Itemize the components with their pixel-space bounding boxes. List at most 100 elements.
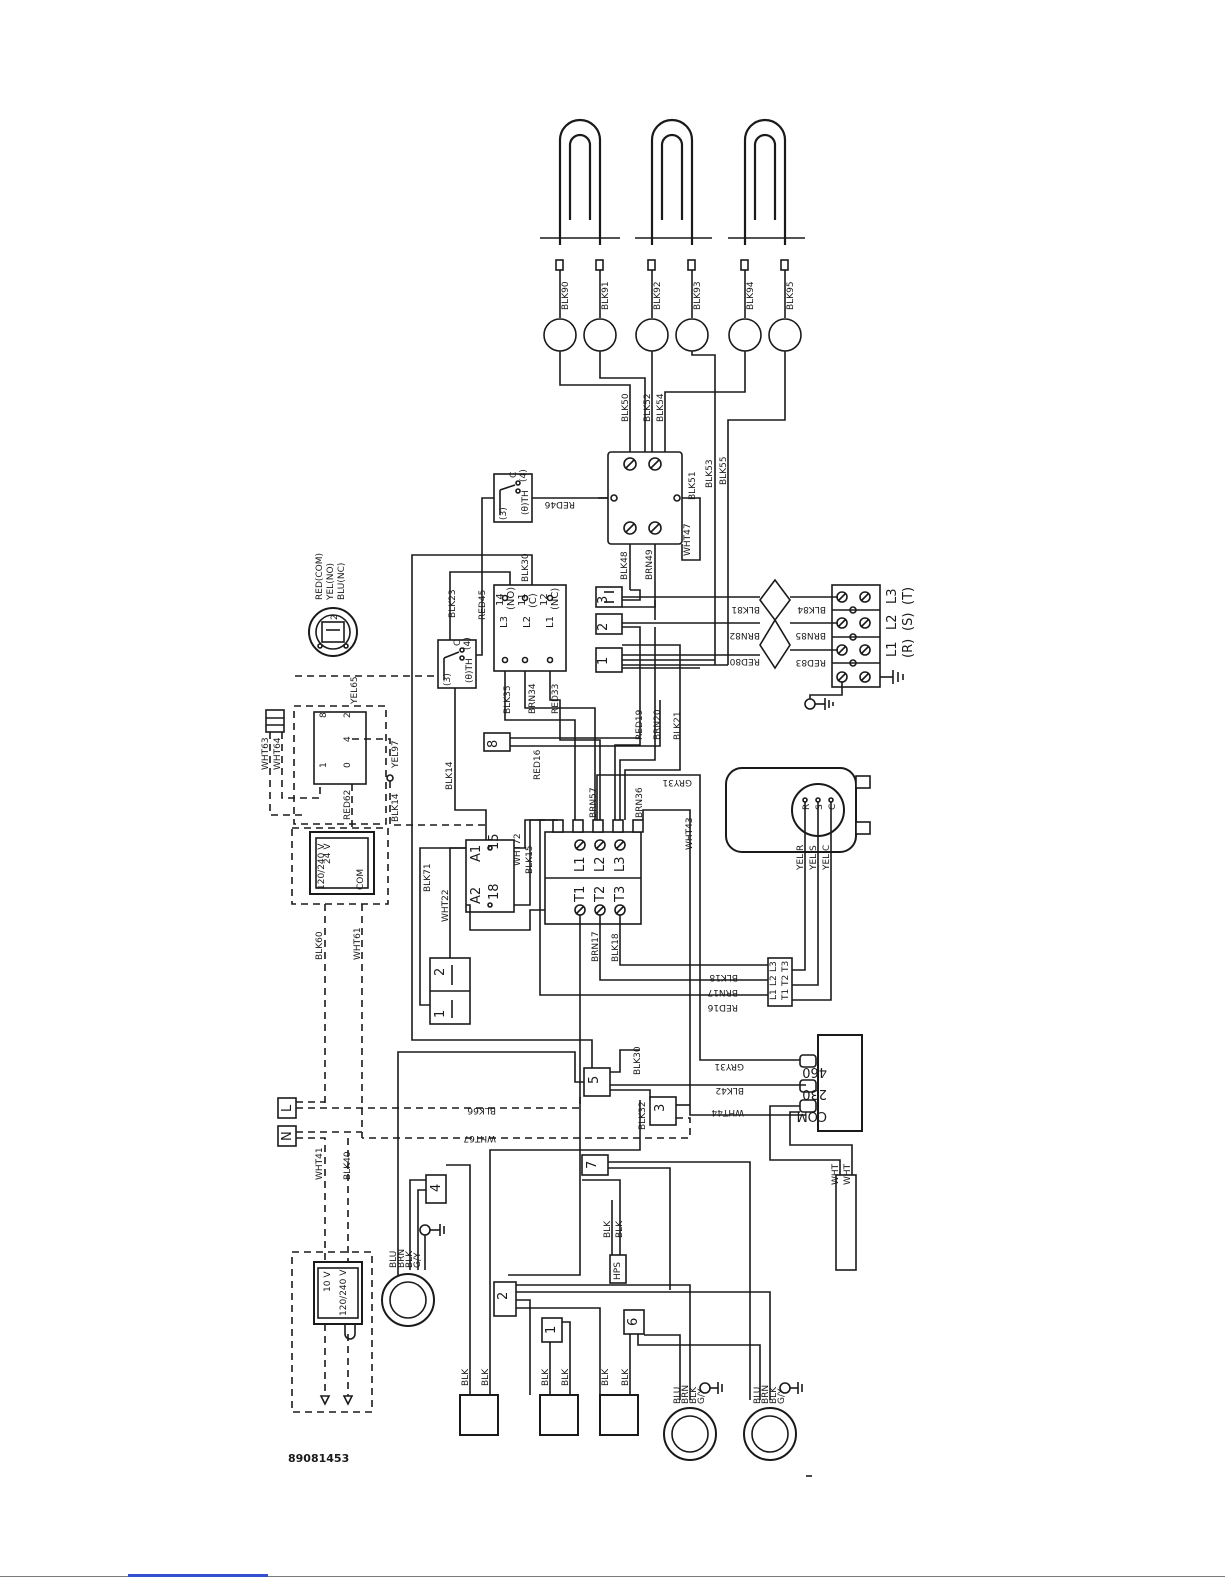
- svg-text:12: 12: [539, 593, 550, 606]
- svg-text:C: C: [509, 472, 519, 478]
- svg-text:T3: T3: [781, 961, 791, 973]
- wire-label-bottom-blk5: BLK: [601, 1368, 611, 1386]
- fan3-wire-blk: BLK: [769, 1386, 779, 1404]
- selector-label-com: RED(COM): [315, 553, 325, 600]
- svg-text:4: 4: [343, 736, 353, 742]
- svg-text:L1: L1: [545, 616, 556, 628]
- svg-text:A2: A2: [469, 887, 484, 904]
- heater-crimps: [555, 259, 789, 271]
- fan-motor-2: [663, 1407, 717, 1461]
- wire-label-yel-c: YEL C: [822, 845, 832, 871]
- heater-element-3: [743, 118, 787, 245]
- svg-text:T3: T3: [613, 886, 628, 903]
- wire-label-wht22: WHT22: [441, 889, 451, 922]
- plug-1-top: 1: [595, 647, 623, 673]
- power-terminal-block: [831, 584, 881, 688]
- page-divider: [0, 1576, 1225, 1577]
- thermostat-top: C (4) (3) (θ)TH: [493, 469, 533, 523]
- selector-label-nc: BLU(NC): [337, 563, 347, 600]
- svg-text:C: C: [453, 640, 463, 646]
- svg-text:5: 5: [587, 1076, 602, 1084]
- plug-5: 5: [583, 1067, 611, 1097]
- svg-text:8: 8: [319, 712, 329, 718]
- wire-label-brn17-ol: BRN17: [707, 987, 738, 997]
- svg-text:C: C: [828, 804, 838, 810]
- svg-text:(4): (4): [519, 469, 529, 482]
- svg-text:R: R: [802, 804, 812, 810]
- wire-label-wht-2: WHT: [843, 1163, 853, 1185]
- wire-label-blk32: BLK32: [638, 1101, 648, 1130]
- load-box-1: [459, 1394, 499, 1436]
- svg-text:L3: L3: [769, 961, 779, 972]
- wire-label-blk14-lower: BLK14: [391, 793, 401, 822]
- terminal-label-l3: L3: [885, 588, 900, 604]
- svg-text:11: 11: [517, 593, 528, 606]
- ground-symbol-fan3: [779, 1382, 803, 1394]
- hps-switch: HPS: [609, 1254, 627, 1284]
- svg-text:L1: L1: [573, 856, 588, 872]
- overload-relay: L3 L2 L1 T3 T2 T1: [767, 957, 793, 1007]
- svg-text:18: 18: [487, 883, 502, 900]
- svg-text:(θ)TH: (θ)TH: [465, 658, 475, 683]
- wire-label-bottom-blk1: BLK: [461, 1368, 471, 1386]
- svg-text:15: 15: [487, 833, 502, 850]
- svg-text:L3: L3: [499, 616, 510, 628]
- wire-label-heater-4: BLK93: [693, 281, 703, 310]
- wire-label-heater-2: BLK91: [601, 281, 611, 310]
- wire-label-heater-5: BLK94: [746, 281, 756, 310]
- fan2-wire-brn: BRN: [681, 1385, 691, 1404]
- wire-label-red45: RED45: [478, 590, 488, 620]
- relay-socket-12: 2 1: [429, 957, 471, 1025]
- fan1-wire-gy: G/Y: [413, 1252, 423, 1268]
- svg-text:COM: COM: [796, 1108, 827, 1123]
- svg-text:2: 2: [596, 623, 611, 631]
- fan1-wire-blk: BLK: [405, 1250, 415, 1268]
- arrow-output-1: [319, 1395, 331, 1406]
- svg-text:L2: L2: [769, 975, 779, 986]
- wire-label-blk54: BLK54: [656, 393, 666, 422]
- wire-label-wht67: WHT67: [463, 1133, 496, 1143]
- wire-label-blk21: BLK21: [673, 711, 683, 740]
- wire-label-gry31-vb: GRY31: [714, 1061, 744, 1071]
- voltage-select-board: 460 230 COM: [796, 1034, 863, 1132]
- terminal-label-l2: L2: [885, 614, 900, 630]
- wire-label-blk71: BLK71: [423, 863, 433, 892]
- wire-label-wht44: WHT44: [711, 1107, 744, 1117]
- wire-label-brn85: BRN85: [795, 630, 826, 640]
- wire-label-blk55: BLK55: [719, 456, 729, 485]
- svg-text:2: 2: [343, 712, 353, 718]
- svg-text:14: 14: [495, 593, 506, 606]
- svg-text:L2: L2: [522, 616, 533, 628]
- plug-1-lower: 1: [541, 1317, 563, 1343]
- fan3-wire-gy: G/Y: [777, 1388, 787, 1404]
- svg-text:3: 3: [653, 1104, 668, 1112]
- wire-label-blk14: BLK14: [445, 761, 455, 790]
- wire-label-wht41: WHT41: [315, 1147, 325, 1180]
- wire-label-red80: RED80: [729, 656, 760, 666]
- relay-panel-plug: [265, 709, 285, 733]
- heater-fuse-circles: [543, 318, 802, 352]
- wire-label-red46: RED46: [544, 499, 575, 509]
- wire-label-blk15: BLK15: [525, 845, 535, 874]
- svg-text:120/240 V: 120/240 V: [317, 843, 327, 890]
- wire-label-blk66: BLK66: [467, 1105, 496, 1115]
- wire-label-brn57: BRN57: [589, 787, 599, 818]
- plug-2-top: 2: [595, 613, 623, 635]
- wire-label-blk51: BLK51: [688, 471, 698, 500]
- wire-label-blk52: BLK52: [643, 393, 653, 422]
- wire-label-wht72: WHT72: [513, 833, 523, 866]
- svg-text:(3): (3): [499, 507, 509, 520]
- ground-symbol-main: [804, 698, 834, 710]
- wire-label-brn36: BRN36: [635, 787, 645, 818]
- svg-text:HPS: HPS: [613, 1262, 623, 1280]
- fan1-wire-brn: BRN: [397, 1249, 407, 1268]
- wire-label-bottom-blk3: BLK: [541, 1368, 551, 1386]
- svg-text:1: 1: [596, 657, 611, 665]
- relay-panel: 8 2 1 0 4: [293, 705, 387, 825]
- svg-text:1: 1: [433, 1010, 448, 1018]
- heater-element-1: [558, 118, 602, 245]
- footer-link-underline[interactable]: [128, 1574, 268, 1577]
- fan3-wire-brn: BRN: [761, 1385, 771, 1404]
- wire-label-blk53: BLK53: [705, 459, 715, 488]
